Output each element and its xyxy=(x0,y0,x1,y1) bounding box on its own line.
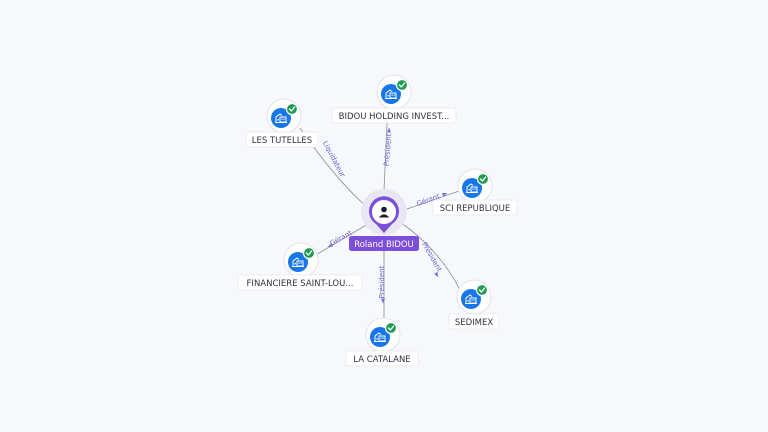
building-icon xyxy=(466,183,478,193)
edge-line xyxy=(399,221,461,291)
edge-label: Président xyxy=(378,265,386,298)
node-label[interactable]: FINANCIERE SAINT-LOU... xyxy=(237,274,363,291)
verified-check-icon xyxy=(395,78,409,92)
company-node-sci-republique[interactable]: SCI REPUBLIQUE xyxy=(432,168,518,216)
company-node-bidou-holding[interactable]: BIDOU HOLDING INVEST... xyxy=(331,74,457,124)
person-icon xyxy=(378,206,390,218)
verified-check-icon xyxy=(476,172,490,186)
edge-arrow-icon xyxy=(387,127,391,133)
building-icon xyxy=(275,113,287,123)
node-label-text: FINANCIERE SAINT-LOU... xyxy=(247,279,354,289)
company-nodes: BIDOU HOLDING INVEST... LES TUTELLES SCI R… xyxy=(237,74,518,367)
verified-check-icon xyxy=(384,321,398,335)
center-label: Roland BIDOU xyxy=(354,240,414,250)
verified-check-icon xyxy=(285,102,299,116)
center-label-box xyxy=(349,236,419,251)
building-icon xyxy=(292,257,304,267)
edge-label: Président xyxy=(383,133,394,166)
building-icon xyxy=(465,294,477,304)
node-label[interactable]: LA CATALANE xyxy=(345,350,419,367)
company-node-sedimex[interactable]: SEDIMEX xyxy=(448,279,500,330)
edge-la-catalane: Président xyxy=(378,250,386,320)
edge-arrow-icon xyxy=(441,192,448,197)
node-label[interactable]: BIDOU HOLDING INVEST... xyxy=(331,107,457,124)
node-label-text: LA CATALANE xyxy=(353,355,410,365)
building-icon xyxy=(385,89,397,99)
node-label-text: LES TUTELLES xyxy=(252,136,312,146)
verified-check-icon xyxy=(475,283,489,297)
company-node-la-catalane[interactable]: LA CATALANE xyxy=(345,317,419,367)
node-label[interactable]: SCI REPUBLIQUE xyxy=(432,199,518,216)
node-label-text: BIDOU HOLDING INVEST... xyxy=(339,112,450,122)
edge-sedimex: Président xyxy=(399,221,461,291)
edge-arrow-icon xyxy=(327,243,334,248)
verified-check-icon xyxy=(302,246,316,260)
company-node-les-tutelles[interactable]: LES TUTELLES xyxy=(245,98,319,148)
node-label-text: SCI REPUBLIQUE xyxy=(440,204,511,214)
edge-label: Président xyxy=(420,241,443,273)
edge-arrow-icon xyxy=(434,271,439,278)
node-label[interactable]: SEDIMEX xyxy=(448,313,500,330)
center-person-node[interactable]: Roland BIDOU xyxy=(349,189,419,251)
node-label[interactable]: LES TUTELLES xyxy=(245,131,319,148)
node-label-text: SEDIMEX xyxy=(455,318,494,328)
edge-line xyxy=(313,223,369,257)
company-node-financiere-saint-lou[interactable]: FINANCIERE SAINT-LOU... xyxy=(237,242,363,291)
edge-arrow-icon xyxy=(381,298,385,304)
building-icon xyxy=(374,332,386,342)
edge-line xyxy=(403,189,463,211)
